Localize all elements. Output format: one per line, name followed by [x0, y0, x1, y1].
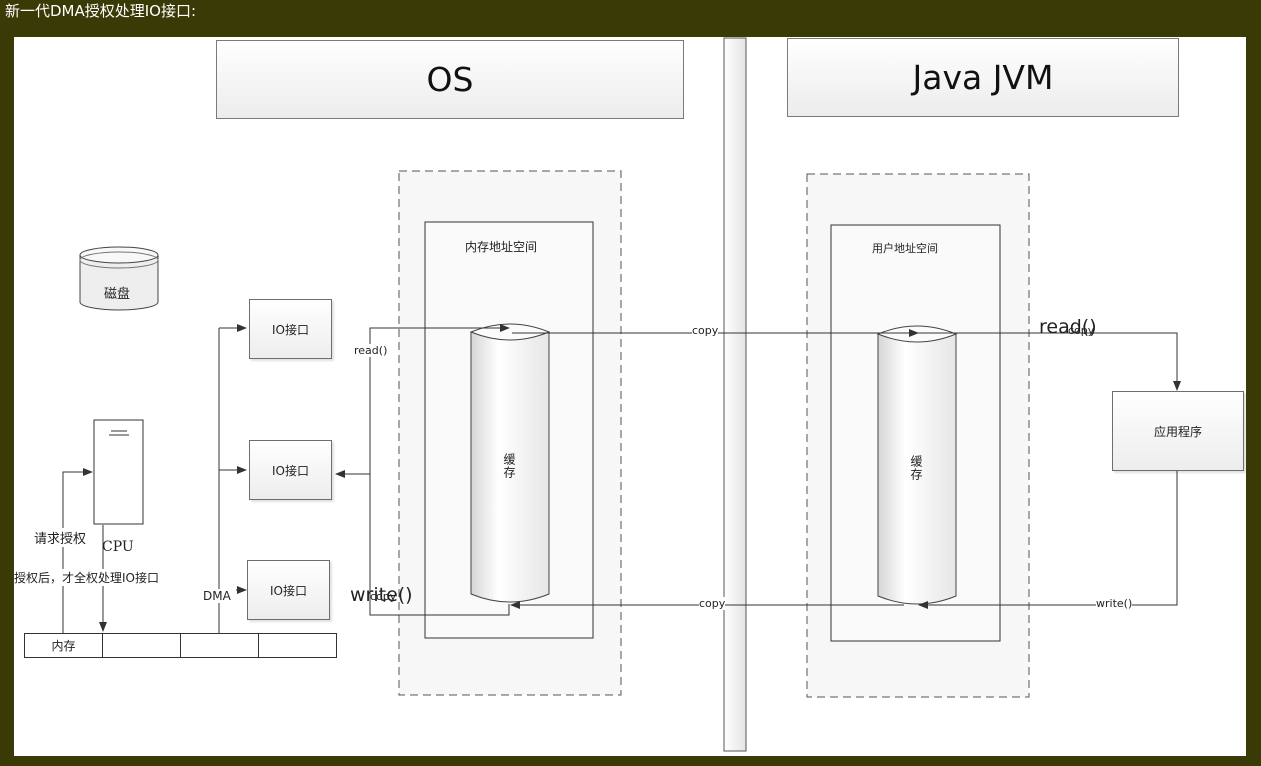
diagram-lines: [62, 37, 1181, 752]
copy-top-arrow: [512, 332, 1181, 391]
os-buffer-cylinder: [469, 323, 551, 603]
write-arrow: [369, 474, 510, 616]
io-interface-1: IO接口: [249, 299, 332, 359]
divider-bar: [723, 37, 747, 752]
diagram-canvas: OS Java JVM 磁盘 CPU 请求授权 授权后，才全权处理IO接口 内存…: [14, 37, 1246, 756]
request-auth-label: 请求授权: [34, 528, 87, 547]
memory-cell: [258, 633, 337, 658]
kernel-space-title: 内存地址空间: [465, 240, 538, 254]
copy-label-top: copy: [692, 324, 719, 337]
page-heading: 新一代DMA授权处理IO接口:: [5, 2, 197, 20]
copy-label-bottom-left: copy: [370, 590, 397, 603]
read-label-big: read(): [1039, 316, 1097, 338]
cpu-icon: [93, 419, 144, 525]
application-node: 应用程序: [1112, 391, 1244, 471]
jvm-header: Java JVM: [787, 38, 1179, 117]
disk-icon: [79, 246, 159, 311]
jvm-buffer-label: 缓存: [909, 455, 923, 481]
write-label-small: write(): [1096, 597, 1133, 610]
memory-cell: 内存: [24, 633, 103, 658]
read-arrow: [335, 327, 509, 478]
copy-label-top-right: copy: [1068, 324, 1095, 337]
memory-cell: [180, 633, 259, 658]
io-interface-3: IO接口: [247, 560, 330, 620]
os-buffer-label: 缓存: [502, 453, 516, 479]
request-auth-arrow: [62, 468, 93, 633]
read-label-small: read(): [354, 344, 388, 357]
user-space-title: 用户地址空间: [872, 242, 938, 255]
copy-label-bottom: copy: [699, 597, 726, 610]
after-auth-label: 授权后，才全权处理IO接口: [14, 569, 159, 586]
dma-label: DMA: [203, 589, 231, 603]
write-label-big: write(): [350, 584, 413, 606]
cpu-label: CPU: [102, 539, 134, 555]
io-interface-2: IO接口: [249, 440, 332, 500]
os-header: OS: [216, 40, 684, 119]
disk-label: 磁盘: [104, 287, 131, 302]
write-return-line: [918, 471, 1178, 609]
memory-cell: [102, 633, 181, 658]
